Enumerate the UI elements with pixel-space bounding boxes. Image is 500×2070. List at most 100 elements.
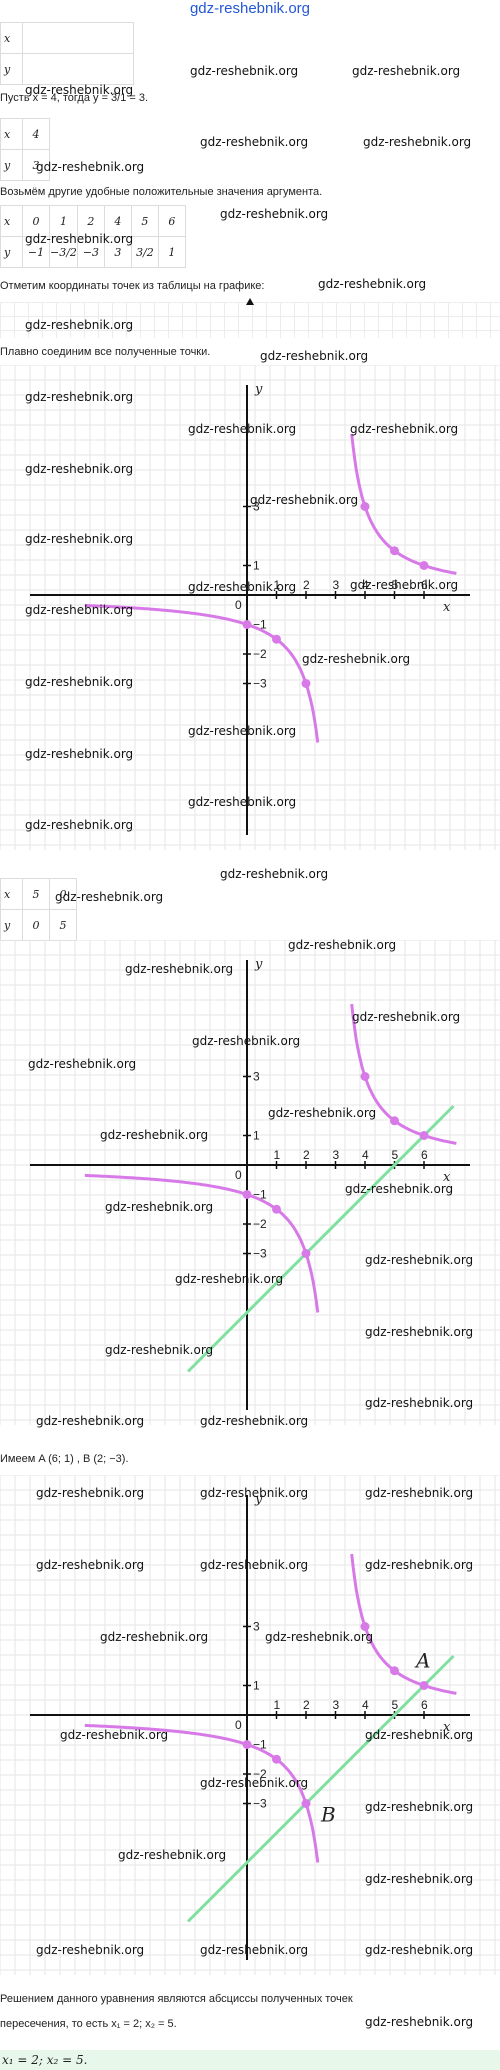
watermark: gdz-reshebnik.org	[25, 318, 134, 332]
data-point	[301, 1249, 311, 1258]
data-point	[272, 1754, 281, 1764]
table-line: x 5 0 y 0 5	[0, 878, 77, 941]
table-cell: −1	[22, 236, 50, 268]
answer-text: x₁ = 2; x₂ = 5.	[2, 2053, 88, 2067]
watermark: gdz-reshebnik.org	[365, 1253, 474, 1267]
data-point	[272, 1204, 281, 1214]
table-cell	[22, 53, 134, 85]
watermark: gdz-reshebnik.org	[100, 1128, 209, 1142]
y-tick-label: −3	[253, 1797, 267, 1811]
watermark: gdz-reshebnik.org	[318, 277, 427, 291]
watermark: gdz-reshebnik.org	[220, 867, 329, 881]
watermark: gdz-reshebnik.org	[268, 1106, 377, 1120]
watermark: gdz-reshebnik.org	[25, 232, 134, 246]
table-cell: 1	[157, 236, 186, 268]
y-axis-label: y	[254, 382, 263, 397]
table-values: x 0 1 2 4 5 6 y −1 −3/2 −3 3 3/2 1	[0, 205, 186, 268]
watermark: gdz-reshebnik.org	[100, 1630, 209, 1644]
data-point	[242, 1740, 252, 1749]
table-cell: x	[0, 118, 23, 150]
data-point	[360, 502, 370, 511]
watermark: gdz-reshebnik.org	[55, 890, 164, 904]
table-cell: −3/2	[49, 236, 78, 268]
table-cell: 6	[157, 205, 186, 237]
y-tick-label: −2	[253, 647, 267, 661]
watermark: gdz-reshebnik.org	[302, 652, 411, 666]
x-tick-label: 1	[274, 578, 281, 592]
watermark: gdz-reshebnik.org	[36, 1558, 145, 1572]
watermark: gdz-reshebnik.org	[365, 1872, 474, 1886]
watermark: gdz-reshebnik.org	[36, 1943, 145, 1957]
x-tick-label: 5	[392, 578, 399, 592]
x-tick-label: 1	[274, 1148, 281, 1162]
table-cell	[22, 22, 134, 54]
table-cell: 3/2	[130, 236, 159, 268]
site-title[interactable]: gdz-reshebnik.org	[189, 0, 311, 17]
watermark: gdz-reshebnik.org	[365, 1558, 474, 1572]
watermark: gdz-reshebnik.org	[200, 1486, 309, 1500]
watermark: gdz-reshebnik.org	[365, 1728, 474, 1742]
table-cell: y	[0, 149, 23, 181]
watermark: gdz-reshebnik.org	[188, 795, 297, 809]
y-tick-label: 1	[253, 1129, 260, 1143]
table-cell: y	[0, 909, 23, 941]
x-tick-label: 4	[362, 578, 369, 592]
watermark: gdz-reshebnik.org	[25, 818, 134, 832]
watermark: gdz-reshebnik.org	[25, 532, 134, 546]
x-tick-label: 4	[362, 1698, 369, 1712]
watermark: gdz-reshebnik.org	[352, 64, 461, 78]
watermark: gdz-reshebnik.org	[350, 578, 459, 592]
table-cell: 5	[22, 878, 50, 910]
watermark: gdz-reshebnik.org	[188, 580, 297, 594]
x-tick-label: 3	[333, 578, 340, 592]
y-tick-label: 1	[253, 559, 260, 573]
table-cell: y	[0, 236, 23, 268]
data-point	[419, 1131, 429, 1140]
x-tick-label: 1	[274, 1698, 281, 1712]
text-let-x-4-content: Пусть x = 4, тогда y = 3/1 = 3.	[0, 92, 149, 104]
watermark: gdz-reshebnik.org	[200, 1776, 309, 1790]
watermark: gdz-reshebnik.org	[125, 962, 234, 976]
watermark: gdz-reshebnik.org	[250, 493, 359, 507]
text-mark-points: Отметим координаты точек из таблицы на г…	[0, 280, 265, 292]
watermark: gdz-reshebnik.org	[350, 422, 459, 436]
hyperbola-right-branch	[350, 1553, 457, 1695]
watermark: gdz-reshebnik.org	[192, 1034, 301, 1048]
table-cell: 4	[22, 118, 50, 150]
data-point	[390, 1116, 399, 1126]
text-solution-2: пересечения, то есть x₁ = 2; x₂ = 5.	[0, 2018, 177, 2030]
x-tick-label: 3	[333, 1148, 340, 1162]
table-cell: 2	[76, 205, 105, 237]
watermark: gdz-reshebnik.org	[175, 1272, 284, 1286]
watermark: gdz-reshebnik.org	[365, 1325, 474, 1339]
y-tick-label: 1	[253, 1679, 260, 1693]
x-tick-label: 6	[421, 578, 428, 592]
data-point	[272, 634, 281, 644]
y-tick-label: 3	[253, 1070, 260, 1084]
watermark: gdz-reshebnik.org	[25, 747, 134, 761]
data-point	[360, 1072, 370, 1081]
hyperbola-right-branch	[350, 433, 457, 575]
watermark: gdz-reshebnik.org	[105, 1200, 214, 1214]
table-cell: 4	[103, 205, 132, 237]
watermark: gdz-reshebnik.org	[352, 1010, 461, 1024]
watermark: gdz-reshebnik.org	[36, 1486, 145, 1500]
watermark: gdz-reshebnik.org	[36, 160, 145, 174]
data-point	[419, 561, 429, 570]
y-tick-label: 3	[253, 1620, 260, 1634]
data-point	[390, 1666, 399, 1676]
watermark: gdz-reshebnik.org	[36, 1414, 145, 1428]
watermark: gdz-reshebnik.org	[365, 1943, 474, 1957]
data-point	[301, 1799, 311, 1808]
watermark: gdz-reshebnik.org	[365, 1800, 474, 1814]
watermark: gdz-reshebnik.org	[105, 1343, 214, 1357]
watermark: gdz-reshebnik.org	[190, 64, 299, 78]
x-tick-label: 2	[303, 1148, 310, 1162]
x-tick-label: 6	[421, 1698, 428, 1712]
data-point	[360, 1622, 370, 1631]
data-point	[301, 679, 311, 688]
text-solution-1: Решением данного уравнения являются абсц…	[0, 1993, 353, 2005]
